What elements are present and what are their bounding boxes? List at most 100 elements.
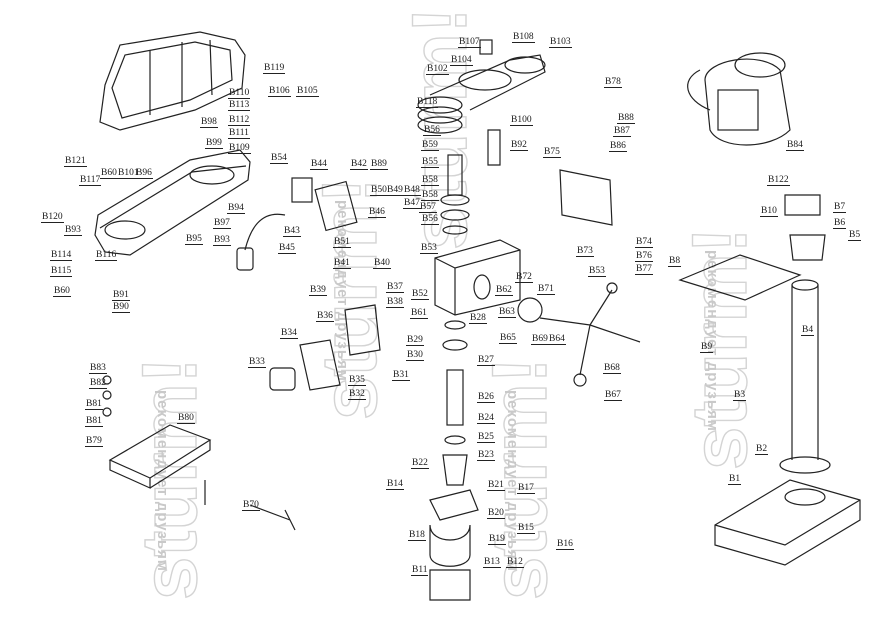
part-label-b30: B30 bbox=[406, 350, 424, 361]
part-label-b107: B107 bbox=[458, 37, 481, 48]
part-label-b33: B33 bbox=[248, 357, 266, 368]
part-label-b55: B55 bbox=[421, 157, 439, 168]
part-label-b100: B100 bbox=[510, 115, 533, 126]
part-label-b22: B22 bbox=[411, 458, 429, 469]
part-label-b13: B13 bbox=[483, 557, 501, 568]
quill-drawing bbox=[429, 320, 479, 601]
belt-cover-drawing bbox=[99, 31, 246, 131]
part-label-b94: B94 bbox=[227, 203, 245, 214]
part-label-b79: B79 bbox=[85, 436, 103, 447]
part-label-b61: B61 bbox=[410, 308, 428, 319]
part-label-b92: B92 bbox=[510, 140, 528, 151]
part-label-b43: B43 bbox=[283, 226, 301, 237]
part-label-b29: B29 bbox=[406, 335, 424, 346]
part-label-b68: B68 bbox=[603, 363, 621, 374]
part-label-b122: B122 bbox=[767, 175, 790, 186]
belt-guard-base-drawing bbox=[94, 149, 251, 256]
part-label-b89: B89 bbox=[370, 159, 388, 170]
part-label-b23: B23 bbox=[477, 450, 495, 461]
part-label-b111: B111 bbox=[228, 128, 250, 139]
part-label-b6: B6 bbox=[833, 218, 847, 229]
part-label-b60: B60 bbox=[100, 168, 118, 179]
part-label-b59: B59 bbox=[421, 140, 439, 151]
part-label-b86: B86 bbox=[609, 141, 627, 152]
part-label-b39: B39 bbox=[309, 285, 327, 296]
part-label-b3: B3 bbox=[733, 390, 747, 401]
vise-drawing bbox=[102, 375, 212, 505]
part-label-b4: B4 bbox=[801, 325, 815, 336]
work-light-drawing bbox=[269, 304, 381, 391]
chuck-key-drawing bbox=[249, 504, 296, 531]
part-label-b35: B35 bbox=[348, 375, 366, 386]
part-label-b49: B49 bbox=[386, 185, 404, 196]
part-label-b57: B57 bbox=[419, 202, 437, 213]
part-label-b10: B10 bbox=[760, 206, 778, 217]
part-label-b47: B47 bbox=[403, 198, 421, 209]
part-label-b58: B58 bbox=[421, 190, 439, 201]
part-label-b69: B69 bbox=[531, 334, 549, 345]
part-label-b8: B8 bbox=[668, 256, 682, 267]
part-label-b36: B36 bbox=[316, 311, 334, 322]
part-label-b53: B53 bbox=[420, 243, 438, 254]
head-casting-drawing bbox=[434, 129, 521, 316]
part-label-b18: B18 bbox=[408, 530, 426, 541]
part-label-b7: B7 bbox=[833, 202, 847, 213]
part-label-b48: B48 bbox=[403, 185, 421, 196]
part-label-b93: B93 bbox=[213, 235, 231, 246]
part-label-b32: B32 bbox=[348, 389, 366, 400]
part-label-b46: B46 bbox=[368, 207, 386, 218]
feed-handle-drawing bbox=[517, 169, 641, 387]
part-label-b50: B50 bbox=[370, 185, 388, 196]
part-label-b9: B9 bbox=[700, 342, 714, 353]
part-label-b105: B105 bbox=[296, 86, 319, 97]
part-label-b109: B109 bbox=[228, 143, 251, 154]
part-label-b44: B44 bbox=[310, 159, 328, 170]
part-label-b28: B28 bbox=[469, 313, 487, 324]
part-label-b64: B64 bbox=[548, 334, 566, 345]
part-label-b34: B34 bbox=[280, 328, 298, 339]
power-cord-drawing bbox=[236, 177, 358, 271]
part-label-b12: B12 bbox=[506, 557, 524, 568]
part-label-b16: B16 bbox=[556, 539, 574, 550]
part-label-b42: B42 bbox=[350, 159, 368, 170]
part-label-b118: B118 bbox=[416, 97, 439, 108]
part-label-b77: B77 bbox=[635, 264, 653, 275]
part-label-b56: B56 bbox=[423, 125, 441, 136]
part-label-b65: B65 bbox=[499, 333, 517, 344]
part-label-b119: B119 bbox=[263, 63, 286, 74]
part-label-b38: B38 bbox=[386, 297, 404, 308]
part-label-b84: B84 bbox=[786, 140, 804, 151]
part-label-b76: B76 bbox=[635, 251, 653, 262]
part-label-b58: B58 bbox=[421, 175, 439, 186]
part-label-b95: B95 bbox=[185, 234, 203, 245]
part-label-b106: B106 bbox=[268, 86, 291, 97]
part-label-b103: B103 bbox=[549, 37, 572, 48]
part-label-b2: B2 bbox=[755, 444, 769, 455]
part-label-b40: B40 bbox=[373, 258, 391, 269]
part-label-b26: B26 bbox=[477, 392, 495, 403]
part-label-b80: B80 bbox=[177, 413, 195, 424]
part-label-b1: B1 bbox=[728, 474, 742, 485]
part-label-b99: B99 bbox=[205, 138, 223, 149]
part-label-b72: B72 bbox=[515, 272, 533, 283]
part-label-b70: B70 bbox=[242, 500, 260, 511]
part-label-b25: B25 bbox=[477, 432, 495, 443]
part-label-b21: B21 bbox=[487, 480, 505, 491]
part-label-b63: B63 bbox=[498, 307, 516, 318]
part-label-b73: B73 bbox=[576, 246, 594, 257]
part-label-b37: B37 bbox=[386, 282, 404, 293]
part-label-b75: B75 bbox=[543, 147, 561, 158]
part-label-b116: B116 bbox=[95, 250, 118, 261]
part-label-b93: B93 bbox=[64, 225, 82, 236]
part-label-b101: B101 bbox=[117, 168, 140, 179]
part-label-b88: B88 bbox=[617, 113, 635, 124]
part-label-b110: B110 bbox=[228, 88, 251, 99]
part-label-b11: B11 bbox=[411, 565, 429, 576]
part-label-b24: B24 bbox=[477, 413, 495, 424]
part-label-b27: B27 bbox=[477, 355, 495, 366]
part-label-b67: B67 bbox=[604, 390, 622, 401]
part-label-b91: B91 bbox=[112, 290, 130, 301]
part-label-b90: B90 bbox=[112, 302, 130, 313]
